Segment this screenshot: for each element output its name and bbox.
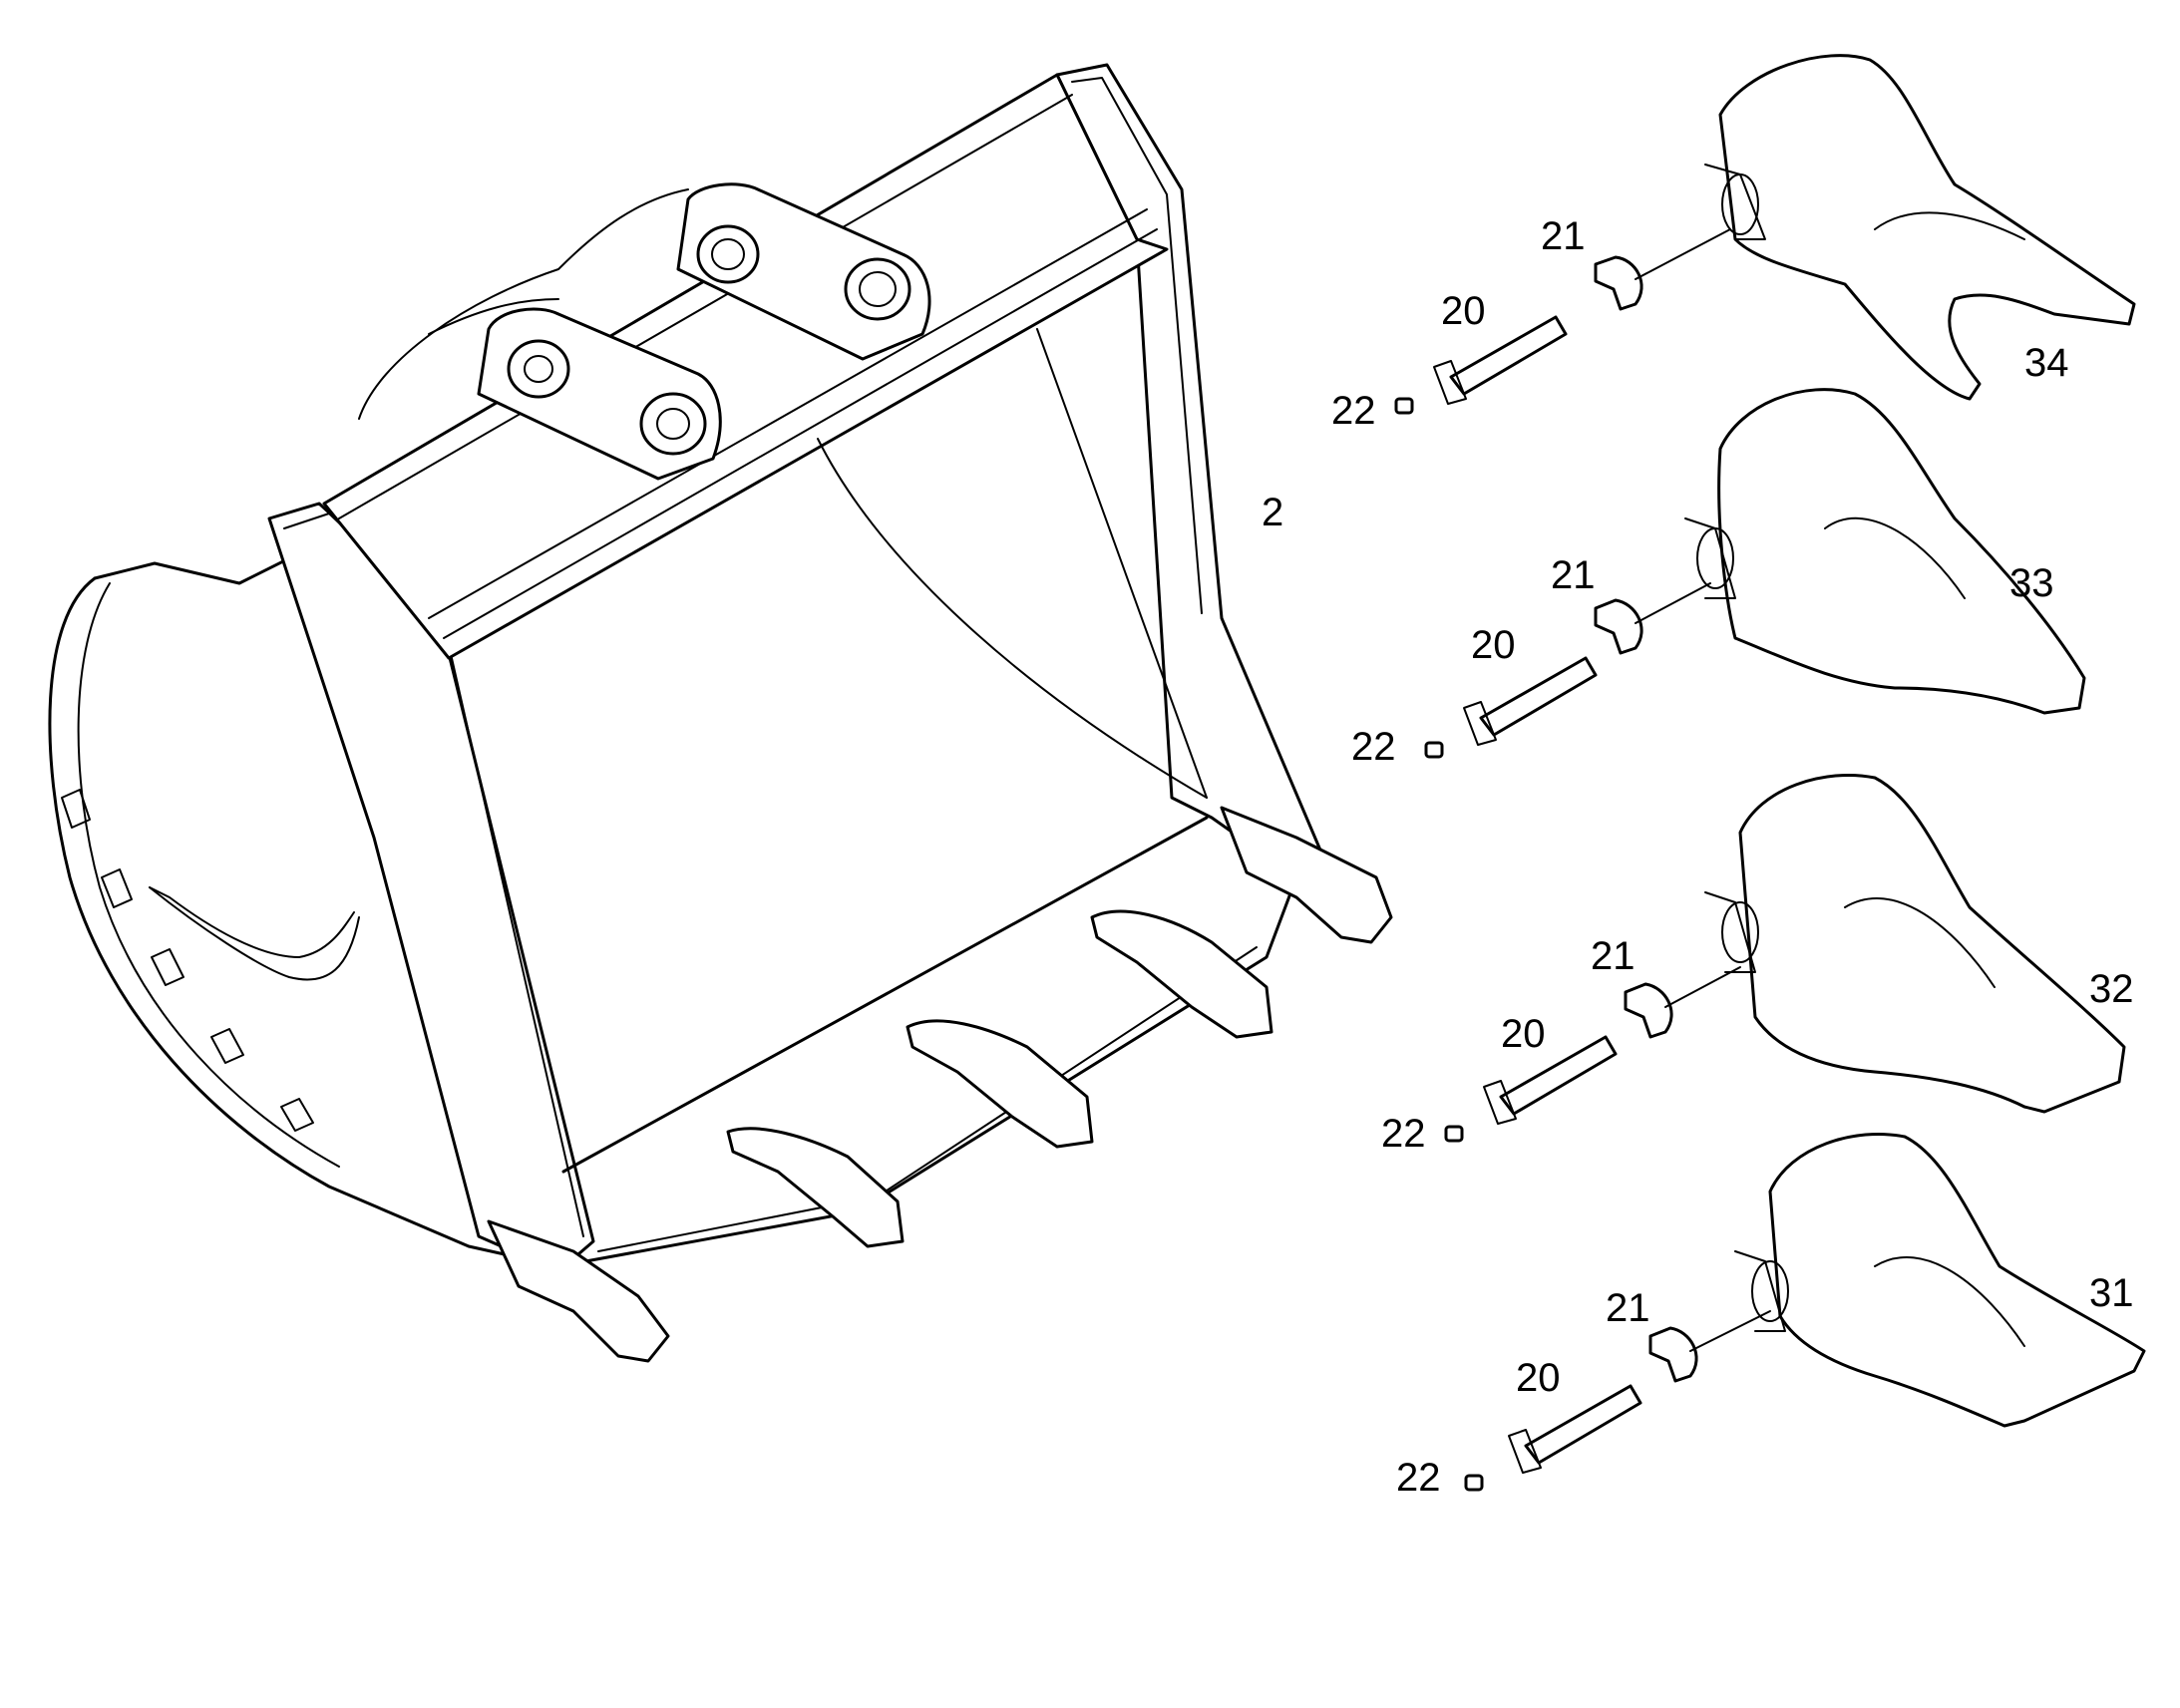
tooth-31-drawing [1768,1132,2146,1428]
callout-lock-g1: 22 [1331,389,1376,433]
lock-22-drawing-b [1424,741,1444,759]
lock-22-drawing-c [1444,1125,1464,1143]
retainer-21-drawing-c [1624,982,1673,1039]
callout-tooth-32: 32 [2089,967,2134,1011]
callout-pin-g4: 20 [1516,1356,1561,1400]
tooth-34-drawing [1718,54,2136,401]
callout-bucket: 2 [1262,491,1283,534]
lock-22-drawing-d [1464,1474,1484,1492]
retainer-21-drawing-b [1594,598,1643,655]
tooth-33-drawing [1717,388,2086,715]
callout-retainer-g4: 21 [1606,1286,1650,1330]
tooth-32-drawing [1738,773,2126,1114]
callout-lock-g3: 22 [1381,1112,1426,1156]
callout-lock-g4: 22 [1396,1456,1441,1500]
tooth-assembly-31 [1464,1132,2146,1492]
callout-pin-g1: 20 [1441,289,1486,333]
retainer-21-drawing [1594,255,1643,311]
callout-retainer-g1: 21 [1541,214,1586,258]
callout-lock-g2: 22 [1351,725,1396,769]
callout-tooth-34: 34 [2024,341,2069,385]
callout-retainer-g2: 21 [1551,553,1596,597]
pin-20-drawing-c [1499,1035,1618,1116]
callout-pin-g2: 20 [1471,623,1516,667]
pin-20-drawing-d [1524,1384,1642,1465]
pin-20-drawing-b [1479,656,1598,737]
pin-20-drawing [1449,315,1568,396]
callout-retainer-g3: 21 [1591,934,1635,978]
tooth-assembly-32 [1444,773,2126,1143]
retainer-21-drawing-d [1648,1326,1698,1383]
callout-tooth-31: 31 [2089,1271,2134,1315]
tooth-assembly-34 [1394,54,2136,415]
callout-pin-g3: 20 [1501,1012,1546,1056]
callout-tooth-33: 33 [2009,561,2054,605]
tooth-assembly-33 [1424,388,2086,759]
lock-22-drawing [1394,397,1414,415]
bucket-drawing [48,63,1393,1363]
